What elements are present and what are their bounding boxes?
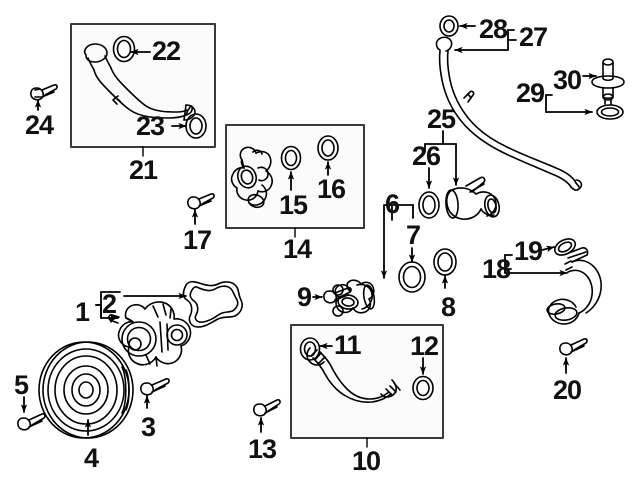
sensor-o-ring-29 <box>596 104 624 120</box>
callout-17[interactable]: 17 <box>183 225 212 255</box>
thermostat-seal-7 <box>398 261 426 293</box>
callout-16[interactable]: 16 <box>317 174 346 204</box>
pulley-bolt-5 <box>17 413 46 431</box>
callout-20[interactable]: 20 <box>553 375 582 405</box>
callout-25[interactable]: 25 <box>427 104 456 134</box>
callout-12[interactable]: 12 <box>410 331 439 361</box>
coolant-sensor-30 <box>591 58 625 105</box>
bolt-24 <box>30 84 58 101</box>
callout-7[interactable]: 7 <box>406 220 421 250</box>
seal-16 <box>317 135 339 161</box>
hose-seal-19 <box>553 238 577 256</box>
seal-15 <box>280 145 302 171</box>
callout-21[interactable]: 21 <box>129 155 158 185</box>
callout-13[interactable]: 13 <box>248 434 277 464</box>
callout-15[interactable]: 15 <box>279 190 308 220</box>
callout-18[interactable]: 18 <box>482 254 511 284</box>
callout-14[interactable]: 14 <box>283 234 312 264</box>
bolt-17 <box>187 193 215 210</box>
vent-hose-27 <box>435 36 583 191</box>
callout-30[interactable]: 30 <box>553 65 582 95</box>
callout-2[interactable]: 2 <box>102 289 117 319</box>
callout-27[interactable]: 27 <box>519 22 548 52</box>
bolt-20 <box>559 338 588 356</box>
callout-19[interactable]: 19 <box>514 236 543 266</box>
lower-hose-10 <box>306 347 401 403</box>
pump-bolt-3 <box>140 378 170 396</box>
water-outlet-housing-14 <box>230 146 273 209</box>
callout-29[interactable]: 29 <box>516 78 545 108</box>
callout-11[interactable]: 11 <box>334 330 362 360</box>
callout-9[interactable]: 9 <box>297 282 312 312</box>
bolt-13 <box>253 399 281 417</box>
callout-26[interactable]: 26 <box>412 141 441 171</box>
o-ring-8 <box>433 248 457 276</box>
water-pump-assembly-1 <box>108 301 192 367</box>
hose-seal-12 <box>412 375 434 401</box>
callout-10[interactable]: 10 <box>352 446 381 476</box>
group-box-14 <box>225 124 365 238</box>
water-pump-gasket-2 <box>182 280 243 328</box>
hose-seal-11 <box>299 337 321 361</box>
callout-1[interactable]: 1 <box>75 297 90 327</box>
callout-8[interactable]: 8 <box>441 292 456 322</box>
callout-5[interactable]: 5 <box>14 370 29 400</box>
callout-4[interactable]: 4 <box>84 443 99 473</box>
o-ring-26 <box>418 191 440 219</box>
hose-seal-28 <box>439 15 459 37</box>
callout-28[interactable]: 28 <box>479 14 508 44</box>
callout-6[interactable]: 6 <box>385 189 400 219</box>
upper-hose-18 <box>546 247 602 325</box>
callout-3[interactable]: 3 <box>141 412 156 442</box>
group-box-10 <box>290 324 444 448</box>
callout-23[interactable]: 23 <box>136 111 165 141</box>
callout-24[interactable]: 24 <box>25 110 54 140</box>
water-outlet-25 <box>445 176 501 220</box>
callout-22[interactable]: 22 <box>152 36 181 66</box>
housing-bolt-9 <box>323 287 352 304</box>
crankshaft-pulley-4 <box>38 341 134 439</box>
coolant-tube-21 <box>83 43 196 121</box>
